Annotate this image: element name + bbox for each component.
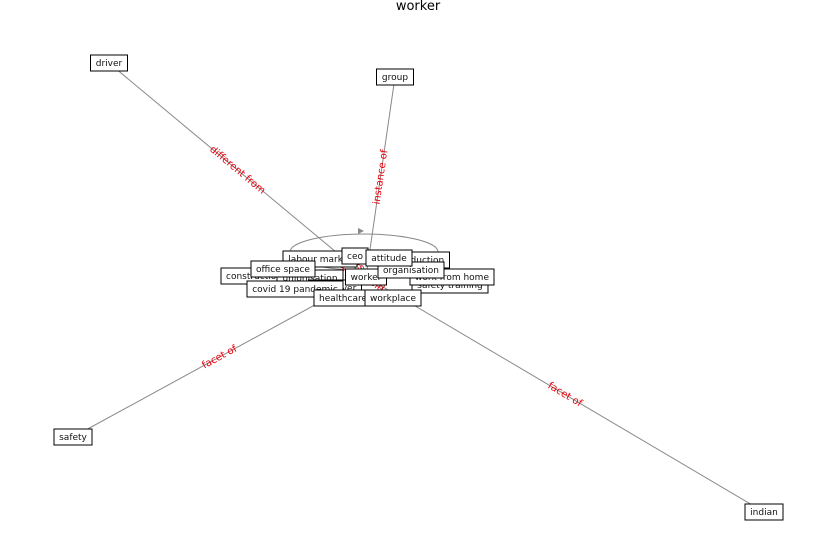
edge-worker-driver <box>108 62 367 278</box>
node-label: safety training <box>417 281 483 291</box>
node-healthcare: healthcare <box>313 289 373 307</box>
node-workplace: workplace <box>364 289 422 307</box>
node-label: safety <box>59 433 87 443</box>
edge-worker-indian <box>365 276 765 513</box>
node-label: indian <box>750 508 778 518</box>
edge-worker-group <box>365 76 397 278</box>
node-label: driver <box>96 59 123 69</box>
node-indian: indian <box>744 503 784 521</box>
node-label: labour market <box>288 255 352 265</box>
node-label: ceo <box>347 252 363 262</box>
node-ceo: ceo <box>341 247 369 265</box>
node-label: covid 19 pandemic <box>252 285 338 295</box>
node-label: attitude <box>371 254 407 264</box>
node-group: group <box>376 68 414 86</box>
node-label: healthcare <box>319 294 367 304</box>
edge-label-worker-safety: facet of <box>200 343 239 371</box>
edge-label-worker-indian: facet of <box>546 381 585 410</box>
node-office-space: office space <box>250 260 316 278</box>
node-driver: driver <box>90 54 128 72</box>
node-label: group <box>382 73 408 83</box>
node-box <box>365 249 413 267</box>
node-label: unionisation <box>282 274 337 284</box>
node-box <box>90 54 128 72</box>
node-box <box>53 428 93 446</box>
node-box <box>744 503 784 521</box>
node-box <box>250 260 316 278</box>
node-label: production <box>396 256 444 266</box>
node-box <box>364 289 422 307</box>
node-attitude: attitude <box>365 249 413 267</box>
node-box <box>376 68 414 86</box>
edge-label-worker-group: instance of <box>372 149 391 206</box>
node-label: workplace <box>370 294 416 304</box>
edge-loop-arrowhead <box>358 228 364 234</box>
graph-title: worker <box>396 0 441 14</box>
edge-label-worker-labour_market: s <box>338 262 347 274</box>
node-label: worker <box>351 273 382 283</box>
node-layer: drivergroupsafetyindianconstructionunion… <box>53 54 784 521</box>
node-label: office space <box>256 265 310 275</box>
node-label: organisation <box>383 266 439 276</box>
edge-label-worker-driver: different from <box>207 144 267 197</box>
node-label: work from home <box>415 273 489 283</box>
node-safety: safety <box>53 428 93 446</box>
